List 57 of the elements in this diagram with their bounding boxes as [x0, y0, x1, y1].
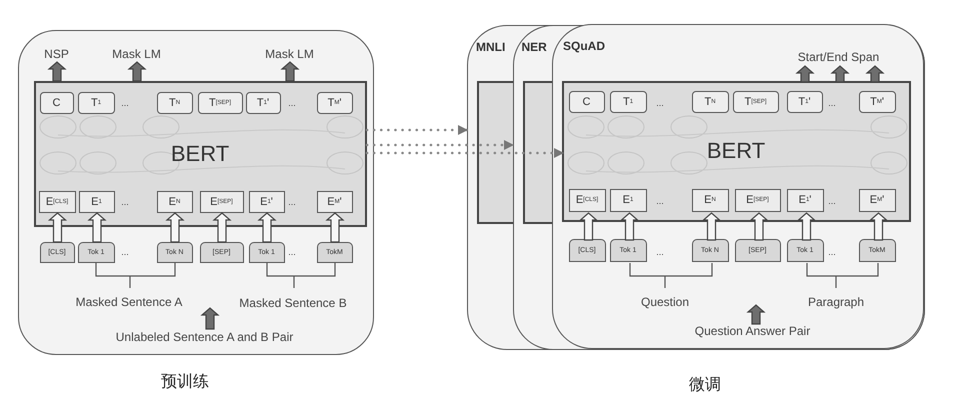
model-box — [562, 80, 910, 222]
dotted-arrow — [366, 125, 468, 135]
block-arrow — [746, 304, 766, 325]
ellipsis: ... — [121, 247, 129, 257]
ellipsis: ... — [656, 247, 664, 257]
block-arrow — [212, 212, 232, 243]
ellipsis: ... — [828, 196, 836, 206]
block-arrow — [257, 212, 277, 243]
panel-title: NER — [522, 40, 547, 54]
segment-label: Masked Sentence B — [239, 296, 347, 310]
ellipsis: ... — [288, 197, 296, 207]
block-arrow — [796, 212, 816, 241]
ellipsis: ... — [828, 98, 836, 108]
block-arrow — [325, 212, 345, 243]
block-arrow — [830, 65, 850, 83]
ellipsis: ... — [288, 247, 296, 257]
input-label: Unlabeled Sentence A and B Pair — [100, 328, 310, 344]
ellipsis: ... — [121, 98, 129, 108]
panel-title: MNLI — [476, 40, 506, 54]
block-arrow — [795, 65, 815, 83]
caption: 微调 — [689, 374, 721, 396]
output-label: Mask LM — [104, 46, 168, 62]
dotted-arrow — [366, 148, 564, 158]
ellipsis: ... — [288, 98, 296, 108]
model-name: BERT — [706, 138, 766, 164]
segment-label: Masked Sentence A — [76, 295, 182, 309]
block-arrow — [165, 212, 185, 243]
input-label: Question Answer Pair — [686, 322, 818, 338]
block-arrow — [280, 61, 300, 82]
ellipsis: ... — [656, 196, 664, 206]
block-arrow — [87, 212, 107, 243]
ellipsis: ... — [121, 197, 129, 207]
block-arrow — [48, 212, 68, 243]
block-arrow — [868, 212, 888, 241]
ellipsis: ... — [828, 247, 836, 257]
output-token-box: C — [568, 90, 604, 112]
model-name: BERT — [170, 140, 230, 166]
block-arrow — [702, 212, 722, 241]
model-box — [34, 80, 366, 226]
segment-label: Question — [640, 295, 690, 309]
output-label: NSP — [40, 46, 74, 62]
caption: 预训练 — [161, 372, 209, 392]
output-label: Mask LM — [258, 46, 322, 62]
output-token-box: C — [40, 92, 74, 114]
block-arrow — [620, 212, 640, 241]
block-arrow — [200, 307, 220, 330]
model-panel — [18, 30, 374, 355]
ellipsis: ... — [656, 98, 664, 108]
segment-label: Paragraph — [808, 295, 864, 309]
block-arrow — [749, 212, 769, 241]
panel-title: SQuAD — [563, 39, 605, 53]
block-arrow — [865, 65, 885, 83]
block-arrow — [127, 61, 147, 82]
block-arrow — [47, 61, 67, 82]
dotted-arrow — [366, 140, 514, 150]
output-label: Start/End Span — [788, 48, 888, 64]
block-arrow — [578, 212, 598, 241]
